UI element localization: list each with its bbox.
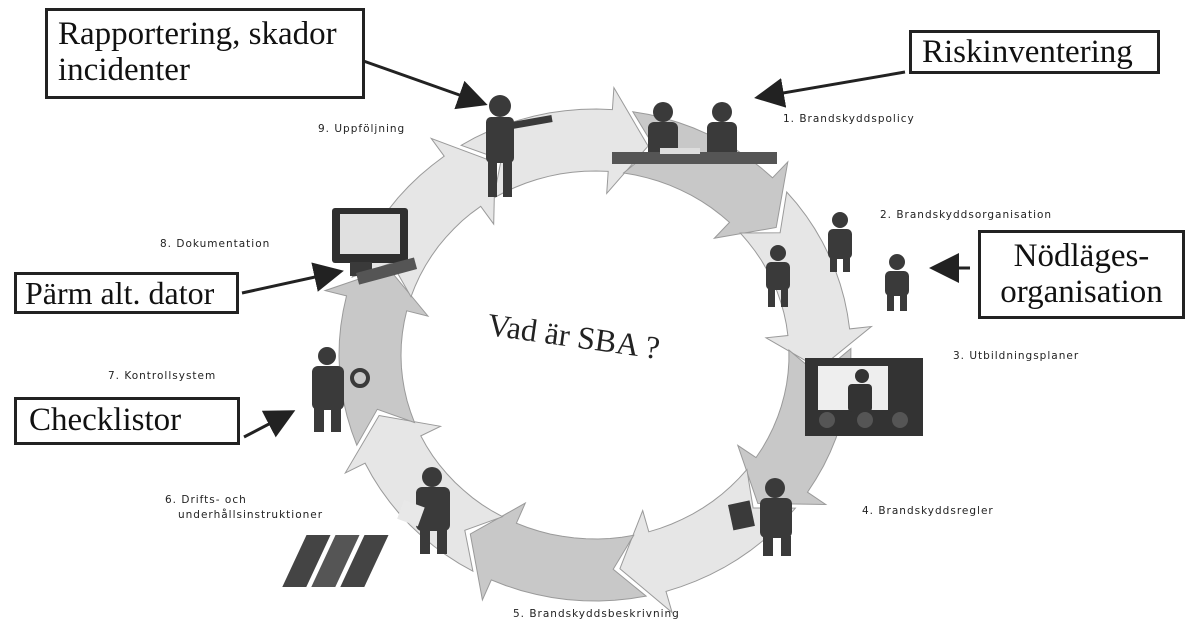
step-7-label: 7. Kontrollsystem [108, 370, 216, 382]
meeting-figures [612, 102, 777, 164]
callout-riskinventering-text: Riskinventering [922, 34, 1133, 70]
organisation-figures [766, 212, 909, 311]
callout-connectors [241, 56, 970, 439]
step-8-label: 8. Dokumentation [160, 238, 270, 250]
step-9-label: 9. Uppföljning [318, 123, 405, 135]
computer-figure [332, 208, 418, 285]
presenter-figure [486, 95, 553, 197]
step-3-label: 3. Utbildningsplaner [953, 350, 1079, 362]
checklistor-arrow [243, 410, 296, 439]
cycle-arrow-6 [469, 501, 648, 602]
callout-rapportering-line2: incidenter [58, 51, 190, 88]
callout-rapportering: Rapportering, skador incidenter [45, 8, 365, 99]
riskinventering-arrow [754, 70, 906, 108]
maintenance-figure [397, 467, 450, 554]
binders-figure [282, 535, 389, 587]
rapportering-arrow [354, 56, 488, 110]
step-2-label: 2. Brandskyddsorganisation [880, 209, 1052, 221]
callout-nodlages-line1: Nödläges- [1013, 238, 1150, 274]
callout-parm: Pärm alt. dator [14, 272, 239, 314]
step-6-label-line2: underhållsinstruktioner [178, 508, 323, 521]
step-1-label: 1. Brandskyddspolicy [783, 113, 915, 125]
inspector-figure [312, 347, 370, 432]
figures [282, 95, 923, 587]
rules-figure [727, 478, 792, 556]
step-5-label: 5. Brandskyddsbeskrivning [513, 608, 680, 620]
callout-riskinventering: Riskinventering [909, 30, 1160, 74]
callout-parm-text: Pärm alt. dator [25, 275, 215, 311]
parm-arrow [241, 262, 344, 295]
cycle-arrow-5 [619, 468, 797, 614]
training-figures [805, 358, 923, 436]
callout-checklistor-text: Checklistor [29, 402, 182, 438]
callout-nodlages-line2: organisation [1000, 273, 1163, 310]
step-6-label: 6. Drifts- och [165, 494, 247, 506]
callout-checklistor: Checklistor [14, 397, 240, 445]
callout-rapportering-line1: Rapportering, skador [58, 16, 337, 52]
cycle-arrow-3 [739, 190, 874, 370]
callout-nodlages: Nödläges- organisation [978, 230, 1185, 319]
step-4-label: 4. Brandskyddsregler [862, 505, 994, 517]
